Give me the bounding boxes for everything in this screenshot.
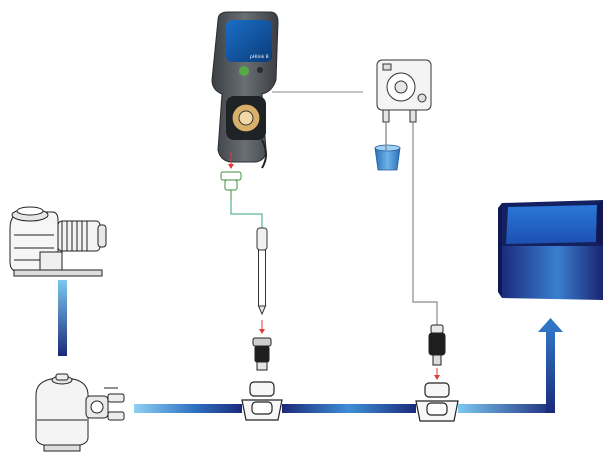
chemical-tank-icon [374, 122, 401, 171]
pipe-segment-3 [458, 404, 555, 413]
dosing-line [412, 122, 438, 325]
pipe-segment-2 [282, 404, 416, 413]
pool-water [506, 205, 597, 244]
probe-assembly [220, 152, 283, 421]
pump-to-filter-pipe [58, 280, 67, 356]
peristaltic-pump-icon [376, 59, 432, 123]
controller-screen-text: pHlink B [250, 54, 269, 60]
probe-cable [230, 200, 263, 228]
filter-pump-icon [9, 206, 107, 277]
pipe-network [58, 280, 563, 413]
return-pipe-up [546, 330, 555, 413]
pipe-segment-1 [134, 404, 242, 413]
controller-screen [226, 20, 272, 62]
flow-arrow-icon [538, 318, 563, 332]
controller-button [239, 66, 249, 76]
pipe-clamp-icon [241, 381, 283, 421]
pool-front-face [502, 246, 603, 300]
injection-valve-icon [428, 324, 446, 366]
injection-assembly [415, 324, 459, 422]
probe-holder-icon [252, 337, 272, 371]
pool-icon [498, 200, 603, 300]
pipe-clamp-icon [415, 382, 459, 422]
sand-filter-icon [35, 373, 125, 452]
bnc-connector-icon [220, 171, 242, 200]
ph-controller-icon: pHlink B [211, 11, 279, 169]
ph-probe-icon [256, 227, 268, 316]
